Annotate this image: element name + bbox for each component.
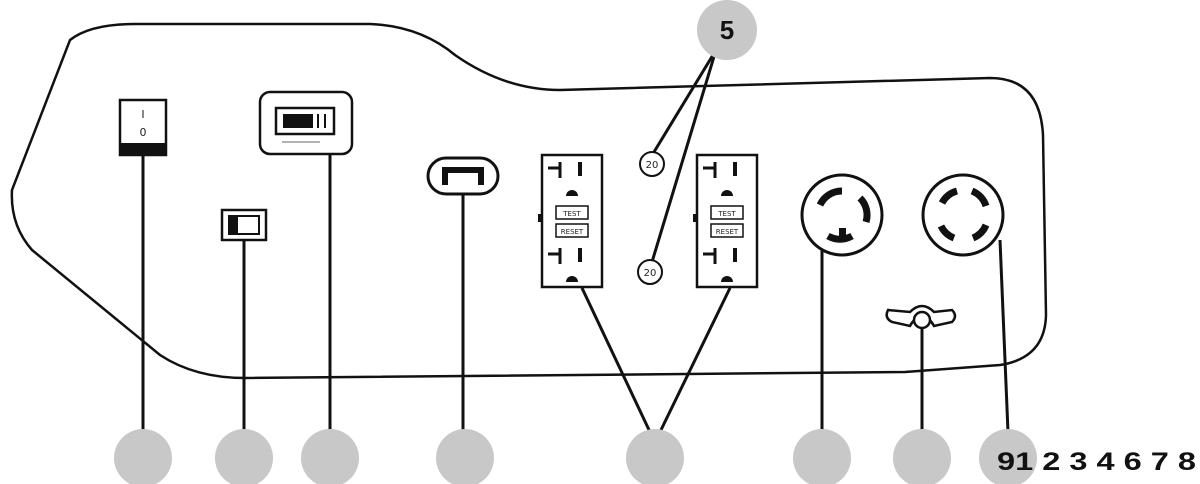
- callout-number-sequence: 91 2 3 4 6 7 8: [997, 448, 1196, 476]
- ground-terminal-icon: [885, 304, 957, 340]
- breaker-bottom-rating: 20: [644, 268, 657, 279]
- usb-port[interactable]: [426, 156, 500, 196]
- power-switch-off-mark: 0: [140, 126, 147, 139]
- gfci-outlet-right[interactable]: TEST RESET: [693, 153, 759, 289]
- callout-circle: [215, 429, 273, 484]
- callout-circle: [626, 429, 684, 484]
- breaker-top[interactable]: 20: [639, 151, 665, 177]
- callout-circle: [893, 429, 951, 484]
- leader-lines: [141, 155, 1010, 433]
- breaker-callout-group: 5: [650, 0, 757, 263]
- callout-circle: [793, 429, 851, 484]
- breaker-bottom[interactable]: 20: [637, 259, 663, 285]
- power-switch-on-mark: I: [141, 108, 144, 121]
- callout-circle: [114, 429, 172, 484]
- callout-circle: [436, 429, 494, 484]
- callout-circle-5: [697, 0, 757, 60]
- bottom-callouts: [114, 429, 1037, 484]
- svg-text:RESET: RESET: [716, 228, 739, 236]
- svg-text:TEST: TEST: [562, 210, 581, 218]
- svg-text:RESET: RESET: [561, 228, 584, 236]
- callout-circle: [979, 429, 1037, 484]
- svg-text:TEST: TEST: [717, 210, 736, 218]
- breaker-top-rating: 20: [646, 160, 659, 171]
- leader-line-locking-outlet-right: [998, 239, 1010, 433]
- small-toggle-switch[interactable]: [220, 208, 268, 242]
- gfci-outlet-left[interactable]: TEST RESET: [538, 153, 604, 289]
- twist-lock-outlet-right[interactable]: [921, 173, 1005, 257]
- callout-number-5: 5: [720, 15, 734, 45]
- panel-outline: [10, 22, 1048, 380]
- leader-line-outlet-right: [658, 287, 732, 433]
- hour-meter: [258, 90, 354, 156]
- leader-line-outlet-left: [580, 287, 652, 433]
- twist-lock-outlet-left[interactable]: [800, 173, 884, 257]
- callout-circle: [301, 429, 359, 484]
- power-switch[interactable]: I 0: [118, 98, 168, 157]
